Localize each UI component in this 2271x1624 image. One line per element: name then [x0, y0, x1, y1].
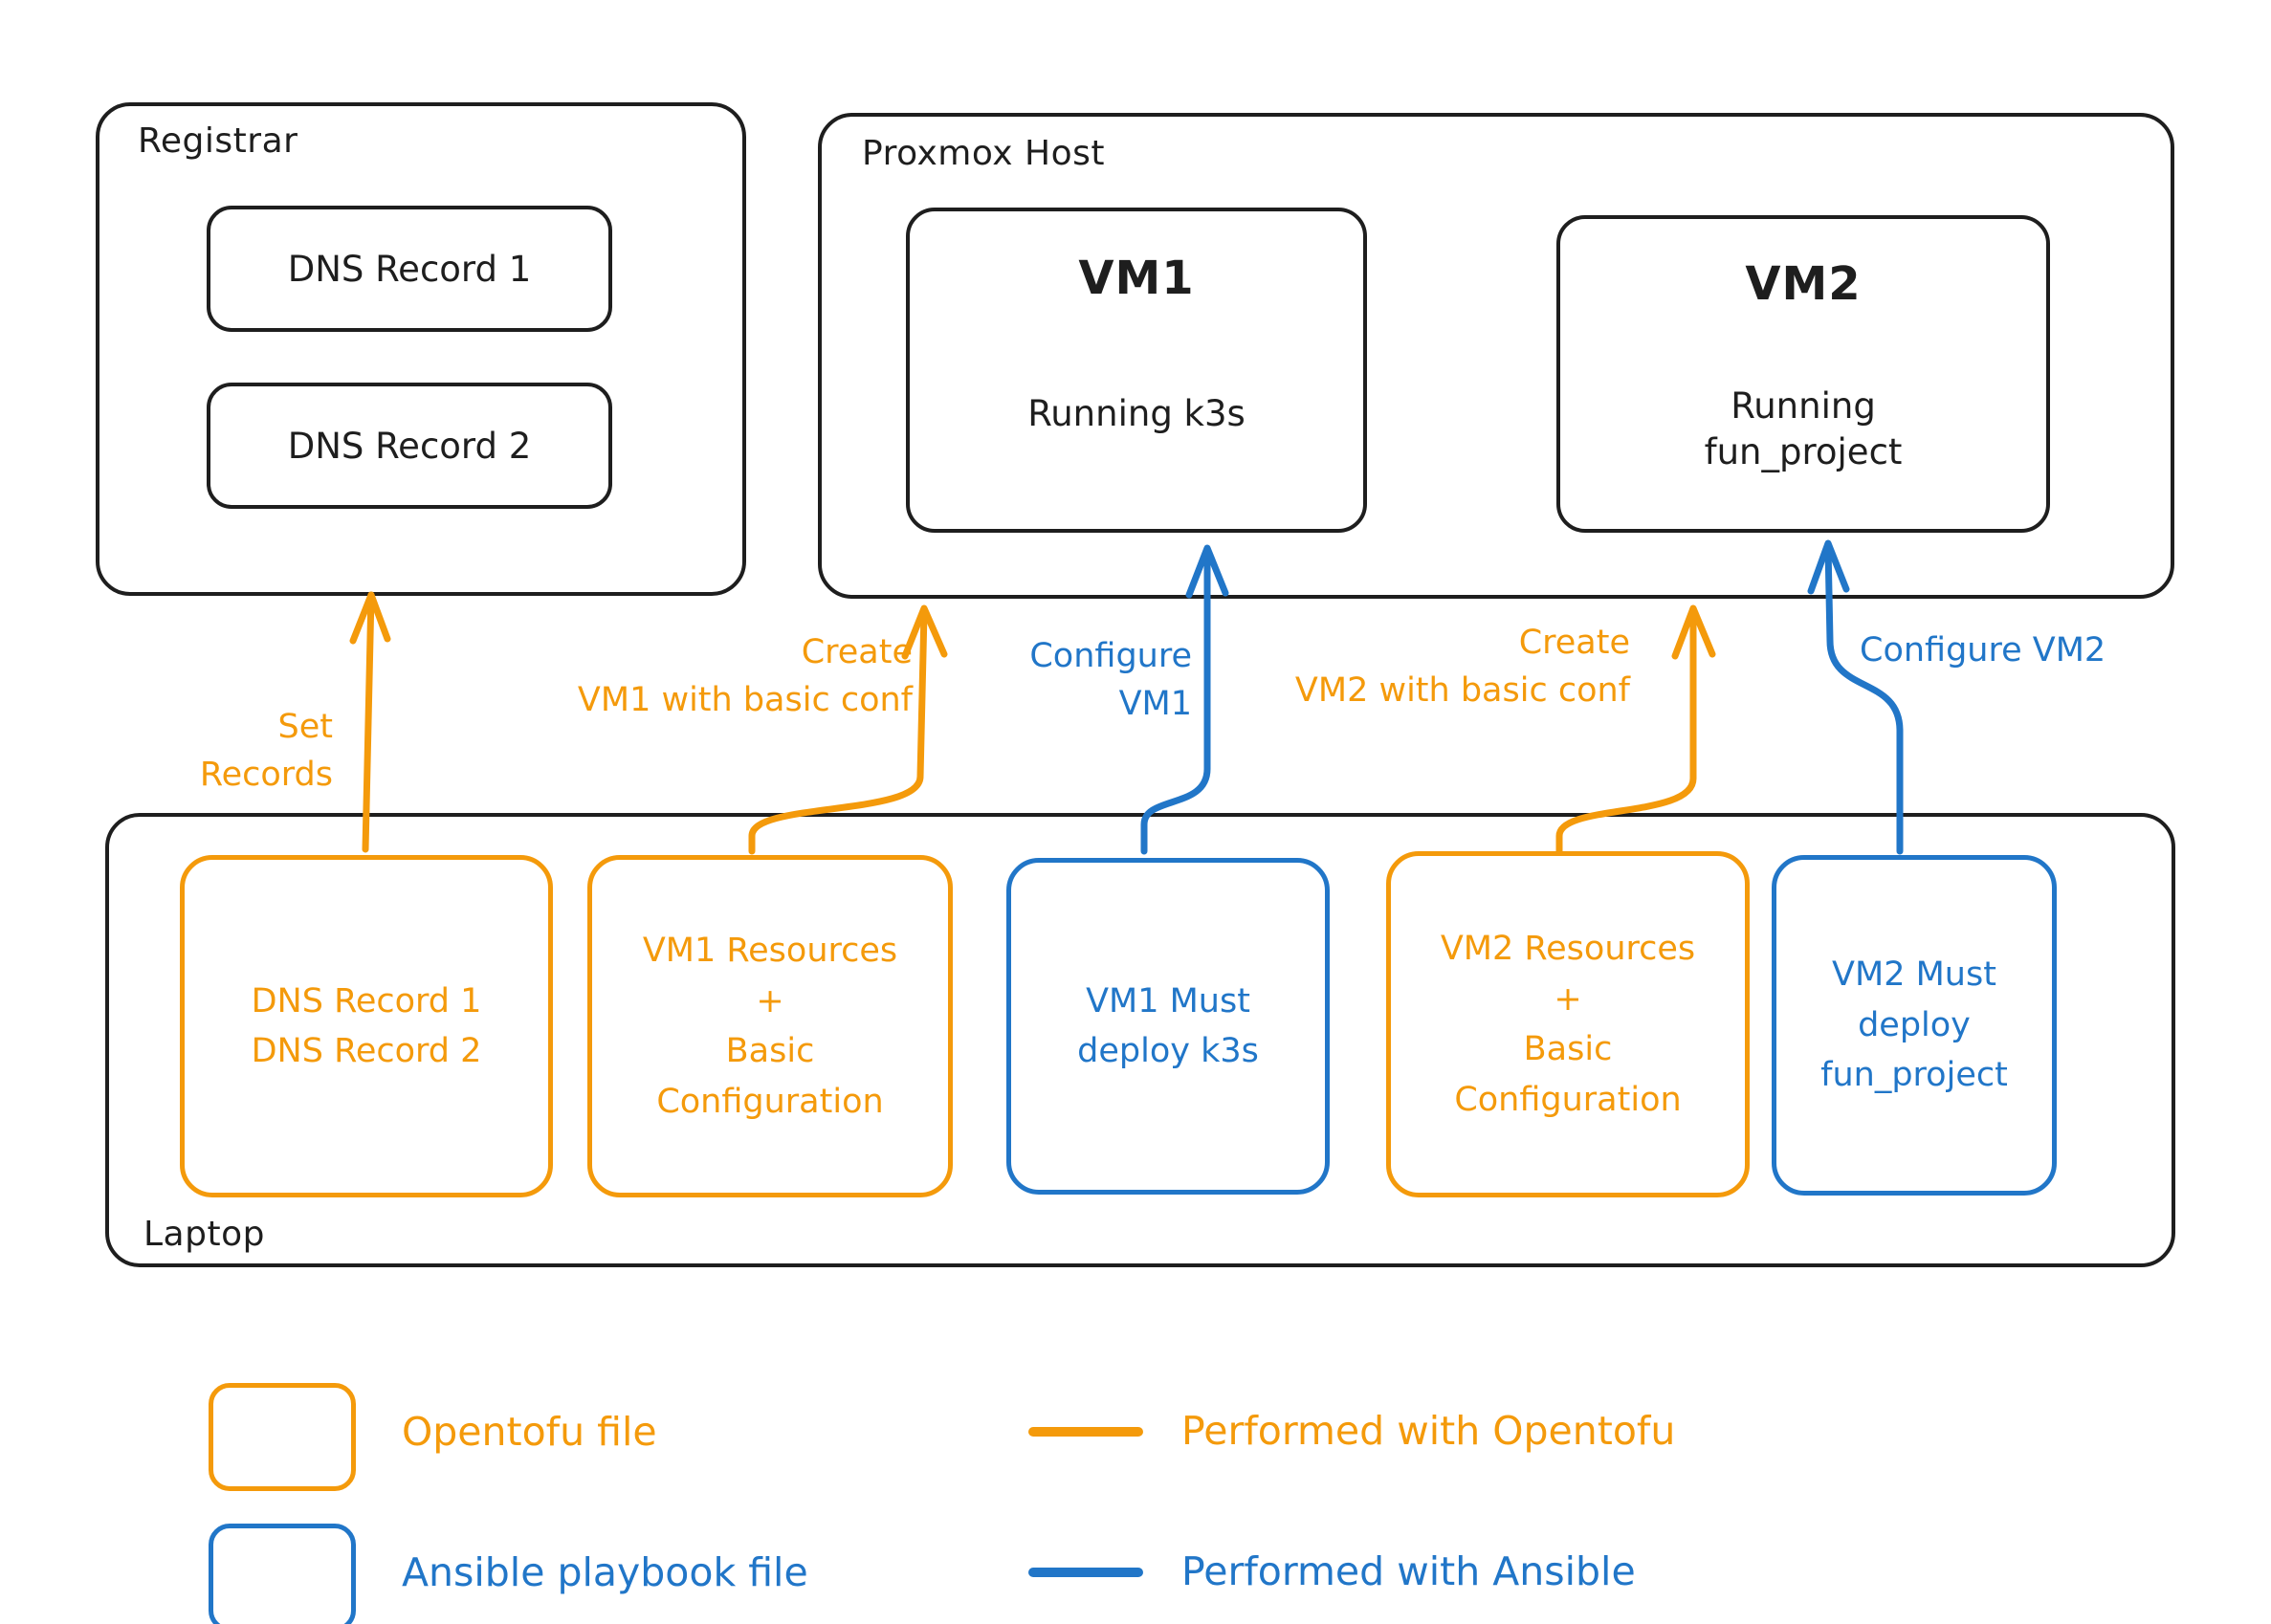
proxmox-host-title: Proxmox Host — [862, 134, 1106, 173]
legend-opentofu-line — [1028, 1427, 1143, 1437]
file-box-dns-records-label: DNS Record 1 DNS Record 2 — [251, 981, 482, 1071]
legend-performed-opentofu-label: Performed with Opentofu — [1181, 1408, 1676, 1454]
create-vm1-label: Create VM1 with basic conf — [577, 633, 913, 719]
vm1-box: VM1 Running k3s — [906, 208, 1367, 533]
legend-ansible-file-swatch — [209, 1524, 356, 1624]
legend-performed-ansible-label: Performed with Ansible — [1181, 1548, 1636, 1594]
configure-vm2-label: Configure VM2 — [1860, 631, 2106, 669]
legend-ansible-line — [1028, 1568, 1143, 1577]
proxmox-host-container: Proxmox Host VM1 Running k3s VM2 Running… — [818, 113, 2174, 599]
file-box-vm2-deploy-fun-project-label: VM2 Must deploy fun_project — [1820, 955, 2008, 1095]
file-box-vm2-resources: VM2 Resources + Basic Configuration — [1386, 851, 1750, 1197]
registrar-container: Registrar DNS Record 1 DNS Record 2 — [96, 102, 746, 596]
file-box-vm1-resources-label: VM1 Resources + Basic Configuration — [642, 932, 898, 1121]
legend-opentofu-file-label: Opentofu file — [402, 1409, 657, 1455]
dns-record-1-label: DNS Record 1 — [287, 248, 532, 290]
configure-vm1-label: Configure VM1 — [1029, 637, 1192, 723]
laptop-title: Laptop — [143, 1215, 265, 1254]
vm2-subtitle: Running fun_project — [1704, 385, 1903, 473]
legend-opentofu-file-swatch — [209, 1383, 356, 1491]
create-vm2-label: Create VM2 with basic conf — [1294, 624, 1630, 710]
vm1-title: VM1 — [1078, 252, 1195, 305]
dns-record-1-box: DNS Record 1 — [207, 206, 612, 332]
set-records-arrow — [349, 591, 391, 853]
file-box-vm1-resources: VM1 Resources + Basic Configuration — [587, 855, 953, 1197]
dns-record-2-box: DNS Record 2 — [207, 383, 612, 509]
laptop-container: Laptop DNS Record 1 DNS Record 2 VM1 Res… — [105, 813, 2175, 1267]
file-box-vm1-deploy-k3s: VM1 Must deploy k3s — [1006, 858, 1330, 1195]
dns-record-2-label: DNS Record 2 — [287, 425, 532, 467]
file-box-vm2-deploy-fun-project: VM2 Must deploy fun_project — [1772, 855, 2057, 1196]
set-records-label: Set Records — [199, 708, 333, 794]
file-box-dns-records: DNS Record 1 DNS Record 2 — [180, 855, 553, 1197]
legend-ansible-file-label: Ansible playbook file — [402, 1549, 808, 1595]
file-box-vm2-resources-label: VM2 Resources + Basic Configuration — [1440, 930, 1696, 1119]
registrar-title: Registrar — [138, 121, 298, 161]
file-box-vm1-deploy-k3s-label: VM1 Must deploy k3s — [1077, 981, 1259, 1071]
vm2-title: VM2 — [1745, 257, 1862, 311]
vm2-box: VM2 Running fun_project — [1556, 215, 2050, 533]
vm1-subtitle: Running k3s — [1027, 393, 1246, 434]
